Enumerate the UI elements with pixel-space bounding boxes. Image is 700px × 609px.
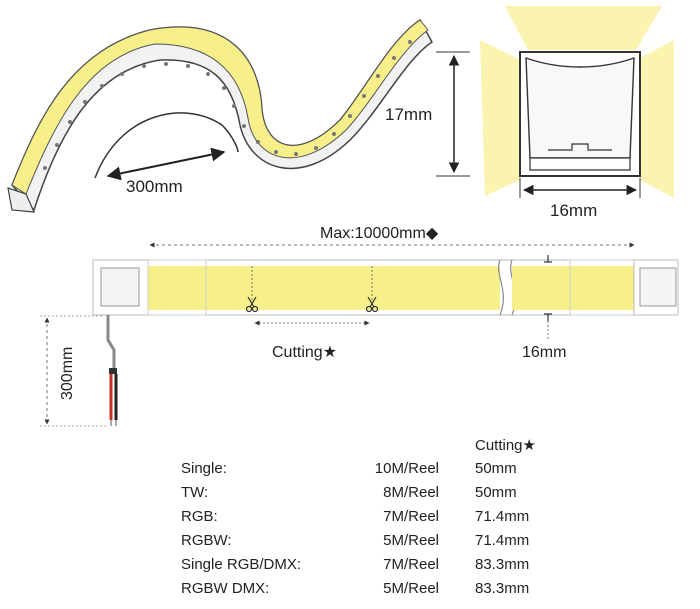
bent-strip-illustration — [7, 18, 433, 213]
product-name: Single: — [181, 460, 227, 477]
strip-width-label: 16mm — [522, 344, 566, 361]
lead-wire — [106, 315, 118, 426]
profile-cross-section — [480, 6, 674, 198]
cutting-length: 50mm — [475, 484, 517, 501]
lead-length-label: 300mm — [59, 347, 76, 400]
scissors-icon — [365, 296, 379, 313]
reel-length: 7M/Reel — [383, 556, 439, 573]
bend-length-label: 300mm — [126, 177, 183, 196]
scissors-icon — [245, 296, 259, 313]
reel-length: 5M/Reel — [383, 532, 439, 549]
cutting-length: 71.4mm — [475, 508, 530, 525]
reel-length: 7M/Reel — [383, 508, 439, 525]
reel-length: 10M/Reel — [374, 460, 439, 477]
straight-strip — [92, 255, 679, 340]
cutting-column-header: Cutting★ — [475, 437, 536, 454]
product-name: RGBW DMX: — [181, 580, 270, 597]
height-label: 17mm — [385, 105, 432, 124]
cutting-length: 83.3mm — [475, 556, 530, 573]
product-name: RGB: — [181, 508, 218, 525]
max-length-label: Max:10000mm◆ — [320, 225, 439, 242]
product-name: TW: — [181, 484, 209, 501]
cutting-length: 71.4mm — [475, 532, 530, 549]
cutting-label: Cutting★ — [272, 344, 337, 361]
cutting-length: 50mm — [475, 460, 517, 477]
reel-length: 5M/Reel — [383, 580, 439, 597]
reel-length: 8M/Reel — [383, 484, 439, 501]
cutting-length: 83.3mm — [475, 580, 530, 597]
product-name: RGBW: — [181, 532, 232, 549]
product-name: Single RGB/DMX: — [181, 556, 302, 573]
profile-width-label: 16mm — [550, 201, 597, 220]
